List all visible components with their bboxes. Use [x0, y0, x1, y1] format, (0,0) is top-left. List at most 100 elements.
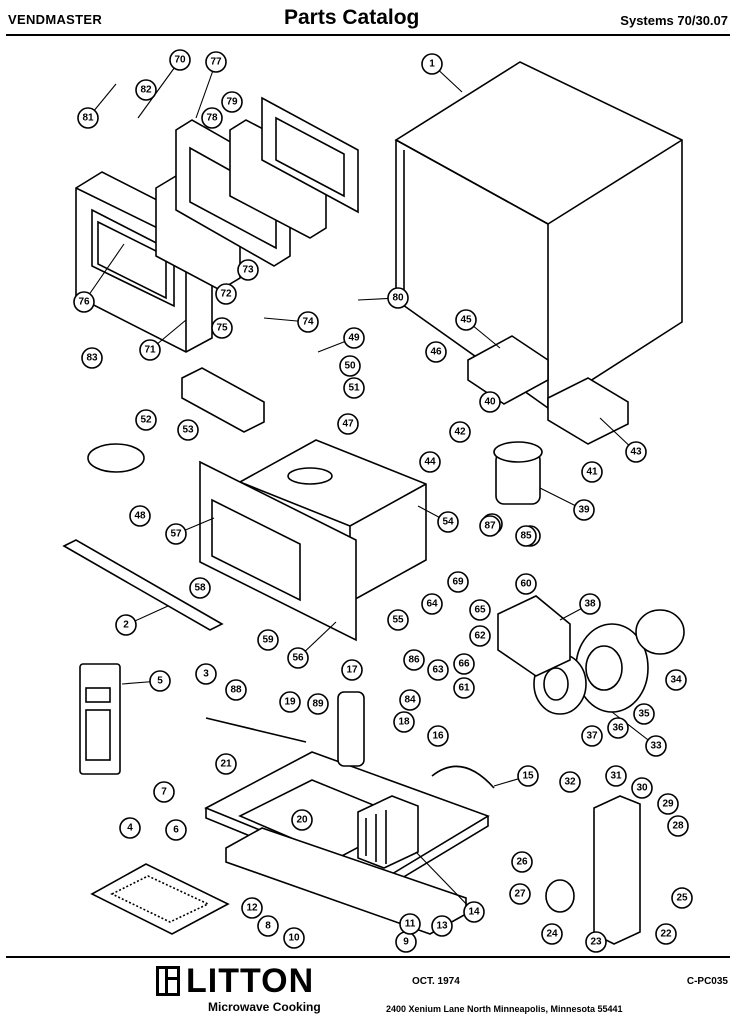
- svg-text:9: 9: [403, 937, 409, 948]
- callout-43: 43: [625, 441, 647, 463]
- exploded-parts-diagram: 1234567891011121314151617181920212223242…: [62, 49, 693, 953]
- svg-text:20: 20: [296, 815, 308, 826]
- callout-34: 34: [665, 669, 687, 691]
- svg-text:69: 69: [452, 577, 464, 588]
- callout-14: 14: [463, 901, 485, 923]
- svg-text:45: 45: [460, 315, 472, 326]
- callout-33: 33: [645, 735, 667, 757]
- timer-plate-part: [593, 795, 641, 945]
- callout-85: 85: [515, 525, 537, 547]
- callout-22: 22: [655, 923, 677, 945]
- svg-text:84: 84: [404, 695, 416, 706]
- svg-text:3: 3: [203, 669, 209, 680]
- svg-text:75: 75: [216, 323, 228, 334]
- callout-40: 40: [479, 391, 501, 413]
- svg-text:17: 17: [346, 665, 358, 676]
- callout-80: 80: [387, 287, 409, 309]
- callout-82: 82: [135, 79, 157, 101]
- callout-65: 65: [469, 599, 491, 621]
- svg-text:85: 85: [520, 531, 532, 542]
- callout-49: 49: [343, 327, 365, 349]
- svg-text:63: 63: [432, 665, 444, 676]
- callout-27: 27: [509, 883, 531, 905]
- callout-24: 24: [541, 923, 563, 945]
- svg-text:66: 66: [458, 659, 470, 670]
- callout-81: 81: [77, 107, 99, 129]
- callout-70: 70: [169, 49, 191, 71]
- svg-text:10: 10: [288, 933, 300, 944]
- svg-text:8: 8: [265, 921, 271, 932]
- callout-63: 63: [427, 659, 449, 681]
- callout-23: 23: [585, 931, 607, 953]
- callout-69: 69: [447, 571, 469, 593]
- svg-text:28: 28: [672, 821, 684, 832]
- svg-text:57: 57: [170, 529, 182, 540]
- svg-text:2: 2: [123, 620, 129, 631]
- callout-54: 54: [437, 511, 459, 533]
- power-cord-part: [431, 765, 495, 789]
- callout-50: 50: [339, 355, 361, 377]
- callout-53: 53: [177, 419, 199, 441]
- callout-7: 7: [153, 781, 175, 803]
- callout-77: 77: [205, 51, 227, 73]
- callout-61: 61: [453, 677, 475, 699]
- svg-text:34: 34: [670, 675, 682, 686]
- callout-30: 30: [631, 777, 653, 799]
- svg-text:89: 89: [312, 699, 324, 710]
- callout-37: 37: [581, 725, 603, 747]
- callout-21: 21: [215, 753, 237, 775]
- callout-32: 32: [559, 771, 581, 793]
- callout-89: 89: [307, 693, 329, 715]
- svg-text:6: 6: [173, 825, 179, 836]
- callout-75: 75: [211, 317, 233, 339]
- svg-text:88: 88: [230, 685, 242, 696]
- svg-text:43: 43: [630, 447, 642, 458]
- svg-text:82: 82: [140, 85, 152, 96]
- lamp-part: [545, 879, 575, 913]
- callout-84: 84: [399, 689, 421, 711]
- leader-line: [137, 59, 181, 119]
- callout-44: 44: [419, 451, 441, 473]
- callout-10: 10: [283, 927, 305, 949]
- catalog-date: OCT. 1974: [412, 976, 460, 987]
- svg-text:18: 18: [398, 717, 410, 728]
- svg-text:40: 40: [484, 397, 496, 408]
- svg-text:31: 31: [610, 771, 622, 782]
- callout-29: 29: [657, 793, 679, 815]
- svg-text:30: 30: [636, 783, 648, 794]
- leader-line: [83, 243, 125, 303]
- company-address: 2400 Xenium Lane North Minneapolis, Minn…: [386, 1004, 623, 1014]
- callout-59: 59: [257, 629, 279, 651]
- rod-part: [205, 717, 307, 743]
- fan-part: [493, 441, 543, 505]
- svg-text:77: 77: [210, 57, 222, 68]
- duct-part: [547, 377, 629, 445]
- callout-38: 38: [579, 593, 601, 615]
- callout-25: 25: [671, 887, 693, 909]
- svg-text:7: 7: [161, 787, 167, 798]
- svg-text:86: 86: [408, 655, 420, 666]
- svg-text:32: 32: [564, 777, 576, 788]
- svg-text:71: 71: [144, 345, 156, 356]
- svg-text:59: 59: [262, 635, 274, 646]
- callout-56: 56: [287, 647, 309, 669]
- svg-text:52: 52: [140, 415, 152, 426]
- svg-text:35: 35: [638, 709, 650, 720]
- callout-87: 87: [479, 515, 501, 537]
- callout-39: 39: [573, 499, 595, 521]
- callout-74: 74: [297, 311, 319, 333]
- svg-text:70: 70: [174, 55, 186, 66]
- svg-text:83: 83: [86, 353, 98, 364]
- callout-52: 52: [135, 409, 157, 431]
- svg-text:13: 13: [436, 921, 448, 932]
- logo-text: LITTON: [186, 962, 315, 1000]
- svg-text:72: 72: [220, 289, 232, 300]
- callout-86: 86: [403, 649, 425, 671]
- page-title: Parts Catalog: [284, 6, 420, 29]
- svg-text:29: 29: [662, 799, 674, 810]
- callout-83: 83: [81, 347, 103, 369]
- svg-text:53: 53: [182, 425, 194, 436]
- callout-13: 13: [431, 915, 453, 937]
- svg-text:87: 87: [484, 521, 496, 532]
- callout-11: 11: [399, 913, 421, 935]
